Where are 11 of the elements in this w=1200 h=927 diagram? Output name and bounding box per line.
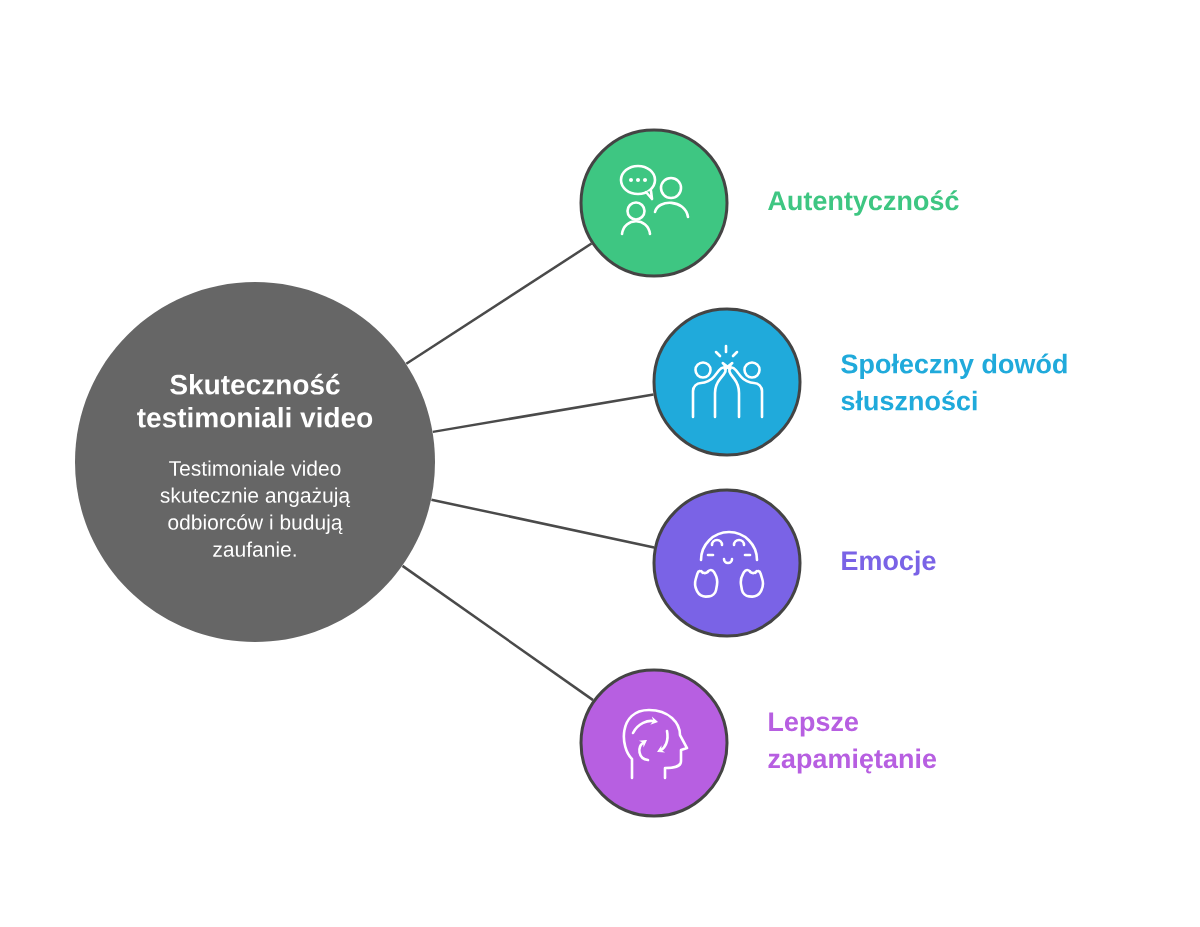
node-description: Testimoniale video skutecznie angażują odbiorców i budują zaufanie.: [160, 460, 351, 557]
connector-line: [405, 242, 593, 365]
node-title: Skuteczność testimoniali video: [137, 373, 373, 428]
connector-line: [432, 393, 654, 434]
node-label: Autentyczność: [768, 190, 959, 216]
node-label: Społeczny dowód słuszności: [841, 353, 1067, 411]
node-label: Lepsze zapamiętanie: [768, 712, 937, 774]
topic-circle: [75, 282, 435, 642]
connector-line: [431, 498, 655, 549]
node-label: Emocje: [842, 550, 936, 576]
connector-line: [401, 564, 594, 702]
